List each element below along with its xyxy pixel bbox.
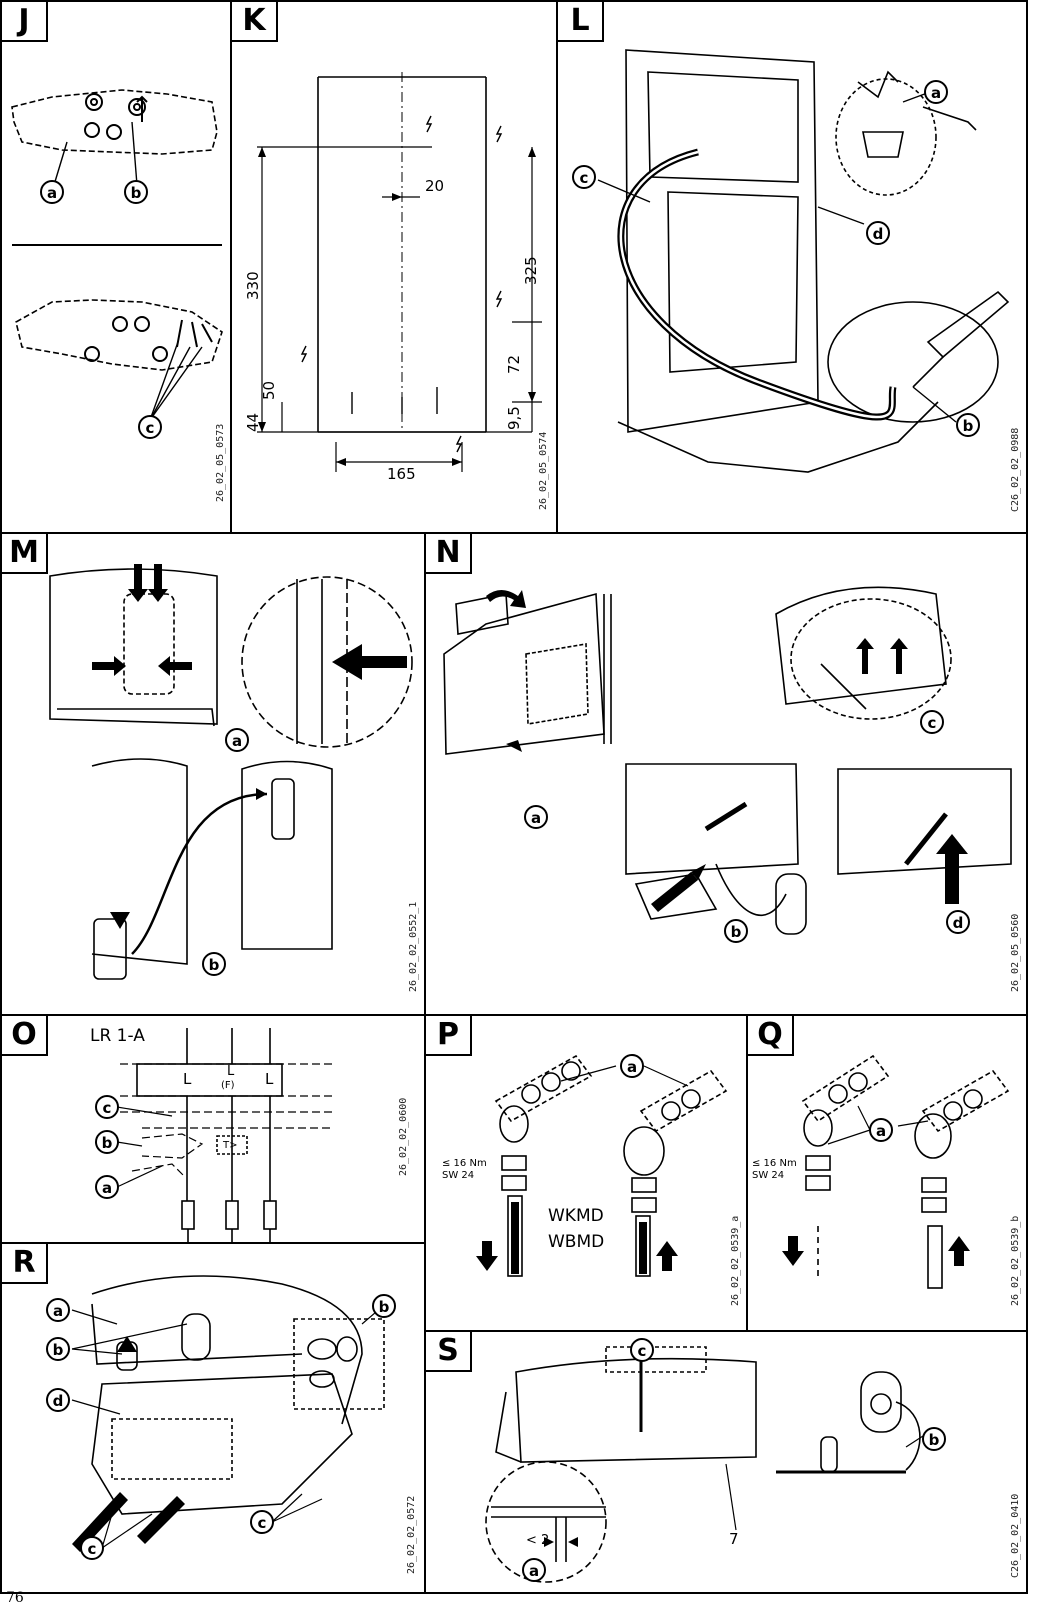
dim-20: 20 [425,177,445,195]
callout-b: b [922,1427,946,1451]
panel-letter: J [2,2,48,42]
callout-c-detail: c [250,1510,274,1534]
callout-b: b [202,952,226,976]
diagram-title: LR 1-A [90,1026,145,1046]
panel-l: L a b c d C26_02_02_0988 [556,0,1028,534]
figure-id: C26_02_02_0410 [1010,1493,1021,1578]
dimension-drawing [257,72,542,472]
figure-id: 26_02_05_0574 [538,431,549,510]
mounting-rail-illustration [11,89,223,421]
figure-id: 26_02_02_0539_b [1010,1215,1021,1306]
dim-50: 50 [260,380,278,400]
panel-letter: P [426,1016,472,1056]
panel-letter: R [2,1244,48,1284]
panel-letter: S [426,1332,472,1372]
terminal-l2: L [227,1064,235,1079]
module-insert-illustration [49,564,413,980]
figure-id: 26_02_05_0573 [215,423,226,502]
callout-c: c [80,1536,104,1560]
callout-a: a [524,805,548,829]
figure-id: 26_02_02_0572 [406,1495,417,1574]
figure-id: 26_02_02_0600 [398,1097,409,1176]
terminal-l2-sub: (F) [221,1080,235,1091]
callout-a: a [95,1175,119,1199]
callout-b: b [124,180,148,204]
torque-value: ≤ 16 Nm [752,1158,797,1169]
panel-p: P a ≤ 16 Nm SW 24 WKMD WBMD [424,1014,748,1332]
page-number: 76 [6,1590,24,1606]
dim-330: 330 [244,271,262,300]
callout-b: b [956,413,980,437]
panel-q: Q a ≤ 16 Nm SW 24 26_02_02_0539_b [746,1014,1028,1332]
panel-o: O LR 1-A [0,1014,426,1244]
callout-a: a [46,1298,70,1322]
figure-id: 26_02_02_0552_1 [408,901,419,992]
heating-element-illustration [443,586,1012,935]
panel-letter: O [2,1016,48,1056]
callout-a: a [40,180,64,204]
callout-a: a [869,1118,893,1142]
model-wkmd: WKMD [548,1206,604,1226]
panel-n: N a b c d [424,532,1028,1016]
panel-letter: K [232,2,278,42]
panel-letter: M [2,534,48,574]
callout-b: b [724,919,748,943]
callout-a: a [522,1558,546,1582]
figure-id: 26_02_02_0539_a [730,1215,741,1306]
dim-72: 72 [505,354,523,374]
torque-value: ≤ 16 Nm [442,1158,487,1169]
relay-mark: T> [223,1140,238,1151]
part-number: 7 [729,1530,739,1548]
terminal-l1: L [183,1070,192,1088]
callout-c: c [95,1095,119,1119]
dim-325: 325 [522,256,540,285]
dim-165: 165 [387,465,416,483]
callout-c: c [630,1338,654,1362]
dim-44: 44 [244,412,262,432]
panel-k: K [230,0,558,534]
load-relay-wiring-diagram [116,1028,332,1242]
panel-j: J a b c 26_02_05_0573 [0,0,232,534]
cover-fixing-illustration [485,1346,924,1583]
callout-b: b [95,1130,119,1154]
panel-letter: Q [748,1016,794,1056]
callout-b: b [46,1337,70,1361]
callout-d: d [46,1388,70,1412]
callout-d: d [866,221,890,245]
panel-r: R a b [0,1242,426,1594]
callout-a: a [620,1054,644,1078]
callout-c: c [920,710,944,734]
wiring-illustration [597,49,1010,473]
callout-a: a [225,728,249,752]
panel-letter: N [426,534,472,574]
wrench-size: SW 24 [752,1170,785,1181]
callout-d: d [946,910,970,934]
terminal-l3: L [265,1070,274,1088]
callout-c: c [572,165,596,189]
dim-9-5: 9,5 [505,406,523,430]
cable-entry-illustration [71,1275,385,1552]
callout-b-detail: b [372,1294,396,1318]
panel-letter: L [558,2,604,42]
panel-m: M a b 26_02_02_0552_1 [0,532,426,1016]
water-connection-illustration [782,1054,1010,1289]
panel-s: S a b c < 2 7 C26_02_02_04 [424,1330,1028,1594]
wrench-size: SW 24 [442,1170,475,1181]
gap-dimension: < 2 [526,1533,550,1548]
callout-c: c [138,415,162,439]
figure-id: C26_02_02_0988 [1010,427,1021,512]
figure-id: 26_02_05_0560 [1010,913,1021,992]
model-wbmd: WBMD [548,1232,605,1252]
water-connection-illustration [476,1054,728,1277]
callout-a: a [924,80,948,104]
